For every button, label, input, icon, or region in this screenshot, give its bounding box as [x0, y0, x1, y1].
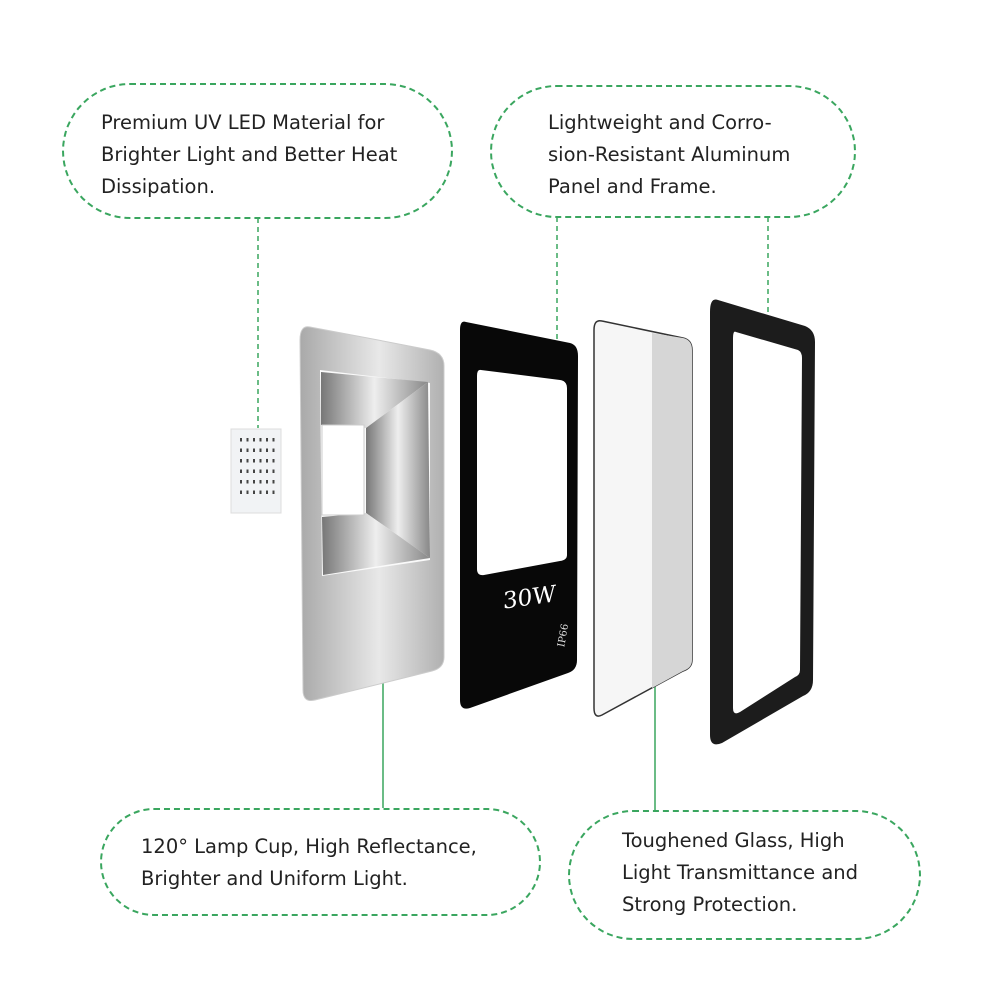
- led-bead: [266, 448, 268, 452]
- led-bead: [246, 438, 249, 442]
- led-bead: [246, 480, 249, 484]
- led-bead: [246, 490, 249, 494]
- lamp-cup-reflector: [299, 326, 445, 701]
- led-bead: [253, 459, 255, 463]
- led-bead: [259, 448, 262, 452]
- led-bead: [272, 480, 275, 484]
- led-bead: [253, 438, 255, 442]
- callout-glass-text: Toughened Glass, High Light Transmittanc…: [622, 829, 859, 916]
- led-bead: [272, 469, 275, 473]
- led-bead: [266, 480, 268, 484]
- led-bead: [246, 459, 249, 463]
- led-bead: [240, 480, 242, 484]
- led-bead: [259, 490, 262, 494]
- led-bead: [240, 490, 242, 494]
- aluminum-frame: [710, 299, 815, 745]
- led-bead: [240, 448, 242, 452]
- led-bead: [272, 438, 275, 442]
- callout-frame: [490, 85, 856, 218]
- led-bead: [259, 438, 262, 442]
- callout-frame-text: Lightweight and Corro- sion-Resistant Al…: [548, 111, 791, 198]
- toughened-glass: [593, 319, 693, 717]
- callout-led-text: Premium UV LED Material for Brighter Lig…: [101, 111, 398, 198]
- callout-cup-text: 120° Lamp Cup, High Reflectance, Brighte…: [141, 835, 477, 890]
- led-bead: [240, 459, 242, 463]
- led-bead: [240, 438, 242, 442]
- led-bead: [266, 469, 268, 473]
- led-bead: [272, 448, 275, 452]
- callout-cup: [100, 808, 541, 916]
- led-bead: [253, 469, 255, 473]
- led-bead: [253, 480, 255, 484]
- led-bead: [266, 438, 268, 442]
- led-bead: [253, 490, 255, 494]
- led-bead: [266, 459, 268, 463]
- led-chip: [230, 428, 282, 514]
- callout-glass: [568, 810, 921, 940]
- led-bead: [253, 448, 255, 452]
- led-bead: [259, 480, 262, 484]
- connector-lines: [257, 217, 769, 428]
- led-bead: [246, 469, 249, 473]
- led-bead: [272, 459, 275, 463]
- led-bead: [266, 490, 268, 494]
- callout-led: [62, 83, 453, 219]
- black-front-panel: [460, 321, 578, 709]
- led-bead: [272, 490, 275, 494]
- led-bead: [259, 459, 262, 463]
- led-bead: [259, 469, 262, 473]
- led-bead: [240, 469, 242, 473]
- led-bead: [246, 448, 249, 452]
